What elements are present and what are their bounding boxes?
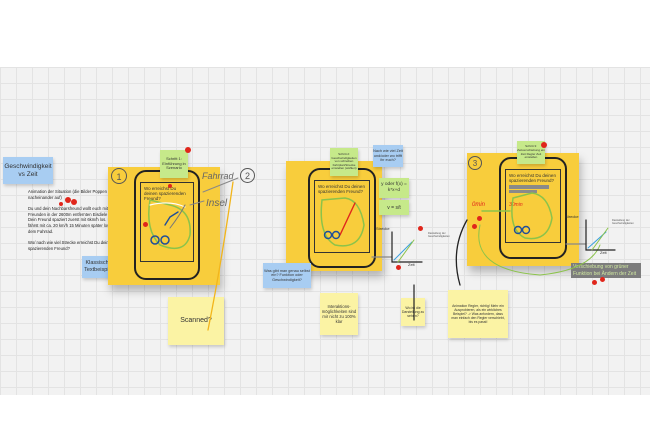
time-question-note[interactable]: Nach wie viel Zeit und/oder wo trifft ih… <box>373 145 403 167</box>
bike-sketch <box>331 230 341 240</box>
vote-dot <box>472 224 477 229</box>
redacted-bar <box>509 185 549 189</box>
side-comment: Darstellung der Geschwindigkeiten <box>612 219 634 225</box>
arrow-line <box>455 219 468 286</box>
where-note[interactable]: Wo ist die Darstellung zu sehen? <box>401 298 425 326</box>
graph-axes <box>391 231 423 263</box>
walker-sketch <box>164 211 179 226</box>
vote-dot <box>541 142 547 148</box>
step-number-3: 3 <box>468 156 482 170</box>
handwritten-fahrrad: Fahrrad <box>202 171 234 181</box>
scenario-text-block[interactable]: Animation der Situation (die Bilder Popp… <box>28 189 123 251</box>
step1-note[interactable]: Schritt 1: Einführung in Szenario <box>160 150 188 178</box>
graph-line-green <box>591 227 609 251</box>
graph-axes <box>585 219 616 251</box>
number-text: 1 <box>116 172 122 182</box>
number-text: 2 <box>244 171 250 181</box>
intro-line: Animation der Situation (die Bilder Popp… <box>28 189 107 200</box>
island-sketch <box>148 199 191 250</box>
velocity-formula-note[interactable]: v = s/t <box>379 200 409 215</box>
step3-note[interactable]: Schritt 3: Zeitverschiebung ein Zeit Reg… <box>517 141 545 164</box>
vote-dot <box>59 202 63 206</box>
handwritten-insel: Insel <box>206 198 228 209</box>
shift-label[interactable]: Verschiebung von grüner Funktion bei Änd… <box>571 263 641 278</box>
red-path-sketch <box>339 202 356 236</box>
step2-note[interactable]: Schritt 2: Geschwindigkeiten von schreib… <box>330 148 358 176</box>
path-sketch <box>169 204 186 229</box>
side-comment: Darstellung der Geschwindigkeiten <box>428 232 450 238</box>
road-sketch <box>149 202 186 208</box>
vote-dot <box>71 199 77 205</box>
slider-note[interactable]: Animation Regler, richtig! Mehr ein Ausp… <box>448 290 508 338</box>
arrow-line <box>202 177 239 193</box>
bike-sketch <box>160 235 170 245</box>
bike-sketch <box>521 225 531 235</box>
step-number-1: 1 <box>111 168 127 184</box>
note-text: Schritt 1: Einführung in Szenario <box>162 155 186 171</box>
scan-arrow <box>207 181 234 331</box>
screen-question: Wo erreichst Du deinen spazierenden Freu… <box>509 173 556 183</box>
graph-line-blue <box>393 241 413 261</box>
vote-dot <box>185 147 191 153</box>
vote-dot <box>600 277 605 282</box>
bike-sketch <box>150 235 160 245</box>
note-text: Scanned? <box>180 316 212 324</box>
tablet-screen-2: Wo erreichst Du deinen spazierenden Freu… <box>314 180 370 253</box>
bike-sketch <box>323 230 333 240</box>
vote-dot <box>396 265 401 270</box>
graph-y-label: Strecke <box>376 226 390 231</box>
title-sticky-note[interactable]: Geschwindigkeit vs Zeit <box>3 157 53 184</box>
note-text: Nach wie viel Zeit und/oder wo trifft ih… <box>373 149 403 163</box>
note-text: Was gibt man genau selbst ein? Funktion … <box>264 268 310 282</box>
screen-question: Wo erreichst Du deinen spazierenden Freu… <box>144 186 186 201</box>
handwritten-0min: 0min <box>472 202 486 208</box>
vote-dot <box>592 280 597 285</box>
intro-question: Wo/ nach wie viel Strecke erreichst Du d… <box>28 240 114 251</box>
bike-sketch <box>513 225 523 235</box>
note-text: y oder f(x) = k*x+d <box>381 182 407 193</box>
note-text: Klassisches Textbeispiel? <box>84 260 116 273</box>
screen-question: Wo erreichst Du deinen spazierenden Freu… <box>318 184 365 194</box>
scanned-note[interactable]: Scanned? <box>168 297 224 345</box>
island-sketch <box>511 192 553 240</box>
note-text: Wo ist die Darstellung zu sehen? <box>401 305 425 319</box>
interaction-note[interactable]: Interaktions-möglichkeiten sind mir nich… <box>320 293 358 335</box>
vote-dot <box>143 222 148 227</box>
note-text: Geschwindigkeit vs Zeit <box>4 162 52 178</box>
intro-paragraph: Du und dein Nachbarsfreund wollt euch mi… <box>28 206 122 234</box>
shift-arrow <box>478 224 601 276</box>
graph-x-label: Zeit <box>408 262 415 267</box>
input-question-note[interactable]: Was gibt man genau selbst ein? Funktion … <box>263 263 311 288</box>
vote-dot <box>65 197 71 203</box>
note-text: Interaktions-möglichkeiten sind mir nich… <box>321 303 357 325</box>
vote-dot <box>418 226 423 231</box>
vote-dot <box>168 184 172 188</box>
graph-y-label: Strecke <box>565 214 579 219</box>
note-text: Schritt 3: Zeitverschiebung ein Zeit Reg… <box>517 144 545 160</box>
graph-x-label: Zeit <box>600 250 607 255</box>
formula-note[interactable]: y oder f(x) = k*x+d <box>379 178 409 198</box>
graph-line-green <box>397 239 415 263</box>
number-text: 3 <box>472 159 478 168</box>
redacted-bar <box>509 190 537 193</box>
note-text: v = s/t <box>387 204 401 211</box>
note-text: Animation Regler, richtig! Mehr ein Ausp… <box>451 303 505 325</box>
vote-dot <box>477 216 482 221</box>
step-number-2: 2 <box>240 168 255 183</box>
note-text: Schritt 2: Geschwindigkeiten von schreib… <box>331 152 357 171</box>
handwritten-30min: 30min <box>509 202 523 208</box>
label-text: Verschiebung von grüner Funktion bei Änd… <box>573 264 637 277</box>
arrow-line <box>189 200 205 206</box>
